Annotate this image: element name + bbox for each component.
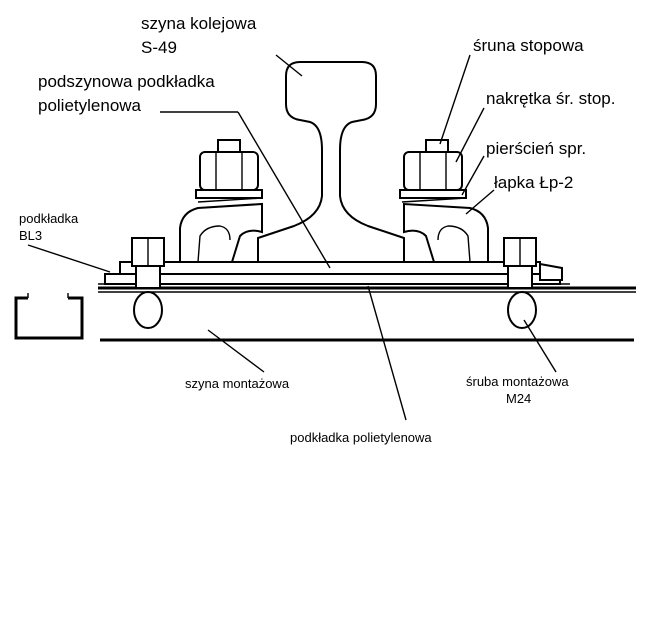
left-clip (179, 202, 263, 263)
label-mounting-bolt: śruba montażowa (466, 374, 569, 389)
left-mounting-bolt (131, 237, 165, 329)
leader-lines (27, 54, 557, 421)
label-spring-ring: pierścień spr. (486, 139, 586, 158)
base-plate (98, 261, 570, 285)
right-stud-assembly (399, 139, 467, 203)
mounting-rail (98, 286, 636, 342)
label-rail-type: S-49 (141, 38, 177, 57)
channel-profile-icon (14, 296, 84, 340)
label-under-rail-pad: podszynowa podkładka (38, 72, 215, 91)
label-poly-pad: podkładka polietylenowa (290, 430, 432, 445)
rail-s49 (257, 61, 405, 263)
label-clip: łapka Łp-2 (494, 173, 573, 192)
label-under-rail-pad-2: polietylenowa (38, 96, 142, 115)
label-bl3-type: BL3 (19, 228, 42, 243)
label-mounting-rail: szyna montażowa (185, 376, 290, 391)
label-rail: szyna kolejowa (141, 14, 257, 33)
right-clip (403, 202, 489, 263)
label-bl3-pad: podkładka (19, 211, 79, 226)
label-stud-bolt: śruna stopowa (473, 36, 584, 55)
label-mounting-bolt-size: M24 (506, 391, 531, 406)
right-mounting-bolt (503, 237, 537, 329)
left-stud-assembly (195, 139, 263, 203)
label-stud-nut: nakrętka śr. stop. (486, 89, 615, 108)
